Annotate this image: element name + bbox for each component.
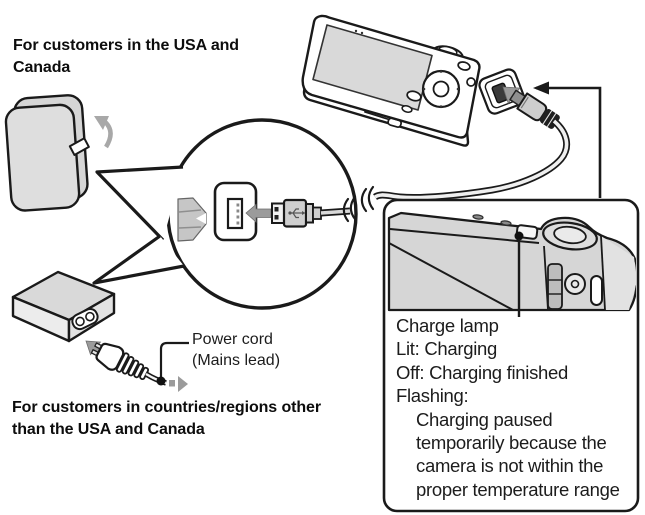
micro-usb-plug-illustration	[509, 89, 560, 129]
charge-lamp-note-line: temporarily because the	[416, 432, 607, 454]
usb-port-cover-flap	[478, 68, 526, 115]
strap-loop	[590, 275, 603, 306]
ac-inlet-socket	[71, 307, 99, 331]
rotate-arrow-icon	[94, 116, 113, 149]
power-cord-label: Power cord (Mains lead)	[192, 329, 280, 371]
usb-cable	[373, 118, 571, 202]
charge-lamp-note-line: Charge lamp	[396, 315, 499, 336]
adapter-corner	[177, 197, 207, 242]
charge-lamp-note-line: Lit: Charging	[396, 338, 497, 360]
power-cord-label-line2: (Mains lead)	[192, 352, 281, 369]
power-cord-illustration	[144, 371, 188, 392]
usb-a-plug	[271, 198, 322, 228]
usb-a-receptacle	[226, 197, 244, 230]
camera-screen	[312, 24, 433, 111]
side-button	[564, 273, 586, 295]
camera-illustration	[301, 14, 481, 147]
jog-lever	[547, 263, 563, 310]
charge-lamp-note-line: Flashing:	[396, 385, 469, 407]
charge-lamp-leader-line	[514, 231, 524, 317]
heading-other-regions: For customers in countries/regions other…	[12, 399, 321, 438]
power-cord-label-line1: Power cord	[192, 331, 273, 348]
worldwide-ac-adapter-illustration	[11, 270, 116, 343]
charge-lamp-notes: Charge lamp Lit: Charging Off: Charging …	[396, 314, 634, 501]
movie-button	[466, 77, 476, 87]
heading-usa-canada: For customers in the USA and Canada	[13, 37, 239, 76]
charge-lamp-note-line: Off: Charging finished	[396, 361, 568, 383]
charge-lamp-note-line: Charging paused	[416, 408, 553, 430]
plug-release-latch	[68, 137, 90, 156]
pointer-arrow	[533, 81, 602, 198]
usb-connection-detail	[177, 181, 351, 242]
power-plug-illustration	[90, 342, 150, 381]
mic-hole	[472, 214, 484, 220]
control-wheel	[421, 69, 461, 109]
camera-top-closeup	[387, 211, 636, 312]
mic-hole	[500, 220, 512, 226]
usb-trident-icon	[288, 208, 306, 219]
charge-lamp-note-line: proper temperature range	[416, 478, 620, 500]
charge-lamp-note-line: camera is not within the	[416, 455, 604, 477]
usa-ac-adapter-illustration	[4, 94, 90, 212]
power-cord-leader-line	[156, 341, 189, 386]
cable-break-marks	[342, 185, 375, 223]
